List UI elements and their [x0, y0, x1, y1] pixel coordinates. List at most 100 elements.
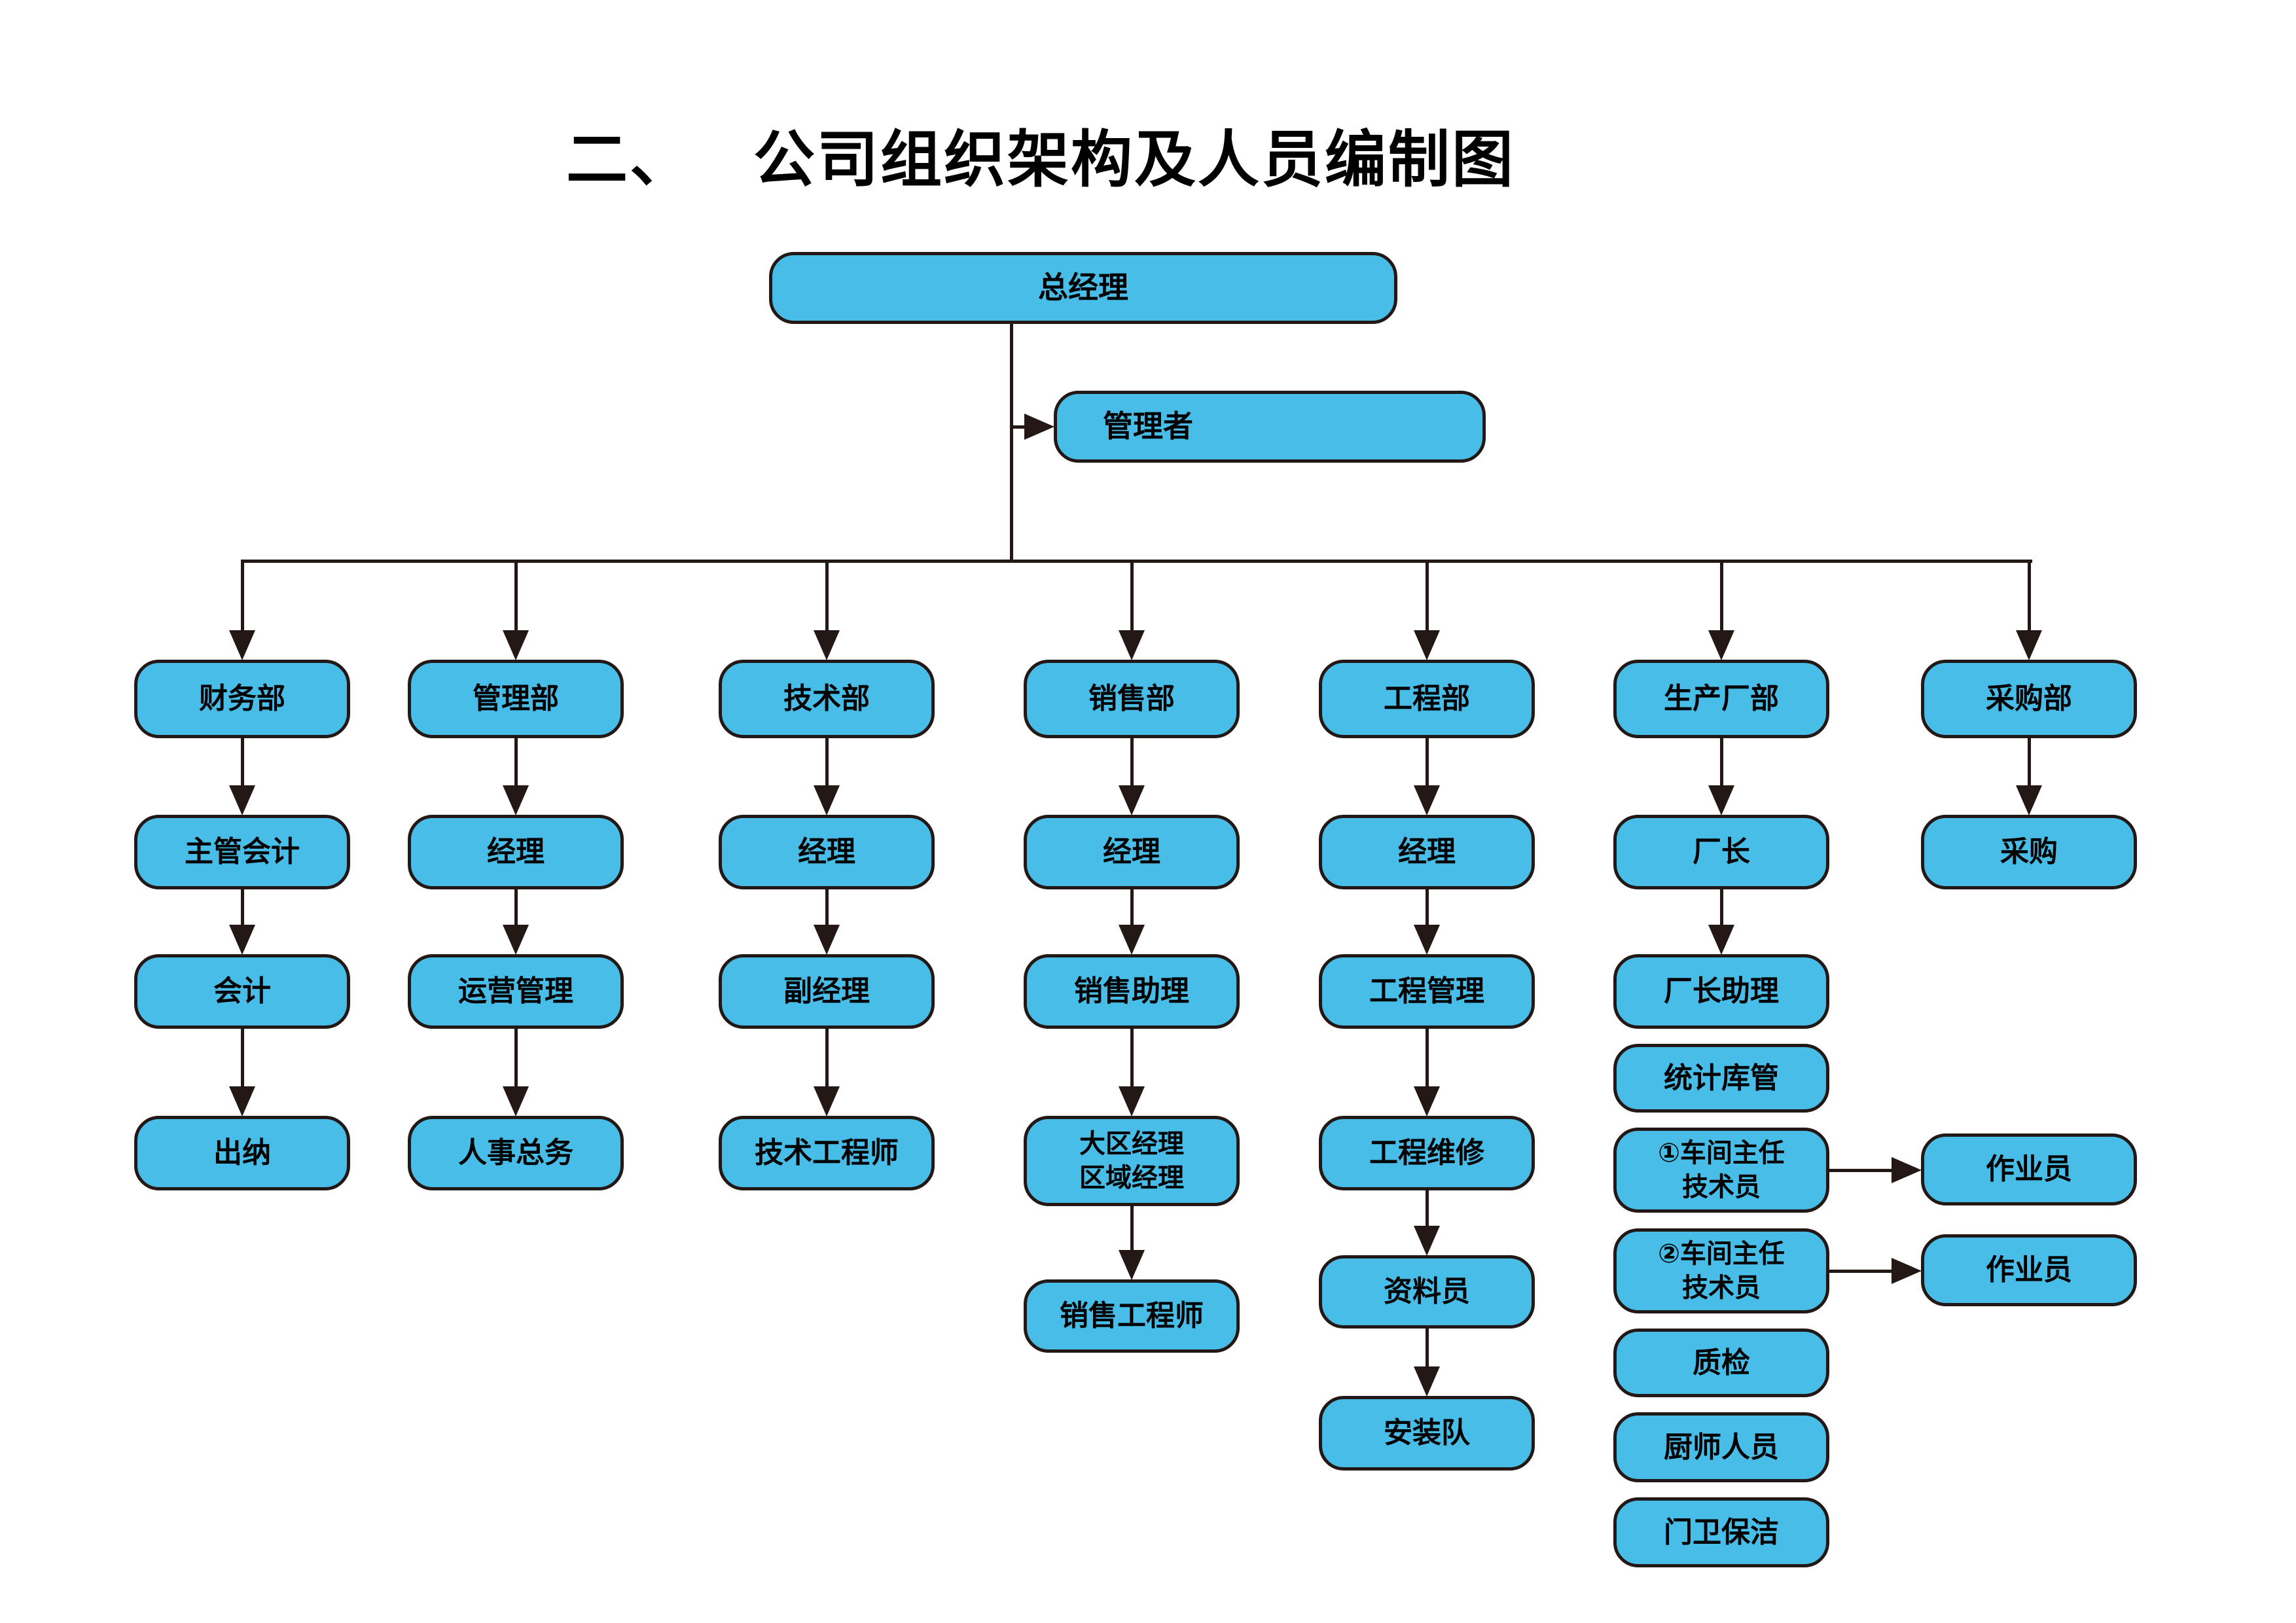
arrow-down-icon [1414, 1086, 1440, 1116]
arrow-down-icon [1119, 785, 1145, 815]
node-finance-dept: 财务部 [134, 660, 350, 738]
node-hr-general-affairs: 人事总务 [408, 1116, 624, 1190]
connector [825, 889, 829, 925]
node-director-assistant: 厂长助理 [1613, 954, 1829, 1029]
arrow-down-icon [814, 925, 840, 955]
arrow-down-icon [1414, 630, 1440, 660]
arrow-down-icon [503, 630, 529, 660]
node-chief-accountant: 主管会计 [134, 815, 350, 889]
node-workshop-director-2: ②车间主任 技术员 [1613, 1228, 1829, 1313]
arrow-down-icon [1414, 1366, 1440, 1397]
node-sales-dept: 销售部 [1024, 660, 1240, 738]
node-admin-manager: 经理 [408, 815, 624, 889]
connector [1426, 1029, 1429, 1086]
node-document-clerk: 资料员 [1319, 1255, 1535, 1329]
node-kitchen-staff: 厨师人员 [1613, 1412, 1829, 1482]
node-admin-dept: 管理部 [408, 660, 624, 738]
connector [1426, 738, 1429, 785]
connector [1720, 738, 1723, 785]
node-stats-warehouse: 统计库管 [1613, 1044, 1829, 1113]
connector [241, 1029, 244, 1086]
node-manager: 管理者 [1054, 391, 1486, 463]
connector [2028, 738, 2031, 785]
connector-drop [2028, 561, 2031, 630]
connector [514, 738, 518, 785]
node-deputy-manager: 副经理 [719, 954, 935, 1029]
node-accountant: 会计 [134, 954, 350, 1029]
node-production-dept: 生产厂部 [1613, 660, 1829, 738]
node-tech-dept: 技术部 [719, 660, 935, 738]
node-worker-2: 作业员 [1921, 1234, 2137, 1306]
arrow-down-icon [2016, 630, 2042, 660]
node-sales-assistant: 销售助理 [1024, 954, 1240, 1029]
arrow-down-icon [814, 630, 840, 660]
connector-manager-branch [1013, 425, 1029, 429]
node-sales-manager: 经理 [1024, 815, 1240, 889]
connector [1426, 1329, 1429, 1366]
node-procurement: 采购 [1921, 815, 2137, 889]
connector [241, 889, 244, 925]
node-general-manager: 总经理 [769, 252, 1397, 324]
connector [1130, 738, 1134, 785]
connector-trunk [241, 560, 2032, 563]
node-quality-inspection: 质检 [1613, 1329, 1829, 1397]
connector [514, 1029, 518, 1086]
connector [825, 738, 829, 785]
node-cashier: 出纳 [134, 1116, 350, 1190]
arrow-down-icon [1119, 1250, 1145, 1280]
arrow-down-icon [1414, 785, 1440, 815]
arrow-down-icon [1119, 925, 1145, 955]
connector [514, 889, 518, 925]
node-engineering-dept: 工程部 [1319, 660, 1535, 738]
arrow-right-icon [1892, 1157, 1922, 1183]
connector [241, 738, 244, 785]
connector [1720, 889, 1723, 925]
connector-drop [1426, 561, 1429, 630]
arrow-right-icon [1892, 1258, 1922, 1284]
arrow-down-icon [229, 1086, 255, 1116]
node-engineering-management: 工程管理 [1319, 954, 1535, 1029]
arrow-down-icon [1119, 1086, 1145, 1116]
node-engineering-manager: 经理 [1319, 815, 1535, 889]
arrow-down-icon [229, 785, 255, 815]
node-factory-director: 厂长 [1613, 815, 1829, 889]
connector-drop [241, 561, 244, 630]
arrow-right-icon [1024, 414, 1054, 440]
arrow-down-icon [1708, 925, 1734, 955]
arrow-down-icon [1708, 630, 1734, 660]
node-regional-manager: 大区经理 区域经理 [1024, 1116, 1240, 1206]
arrow-down-icon [229, 630, 255, 660]
connector-worker-1 [1829, 1169, 1892, 1172]
arrow-down-icon [1708, 785, 1734, 815]
connector-worker-2 [1829, 1270, 1892, 1273]
arrow-down-icon [814, 1086, 840, 1116]
connector [1130, 1206, 1134, 1250]
connector [1130, 889, 1134, 925]
arrow-down-icon [1414, 1226, 1440, 1256]
node-tech-manager: 经理 [719, 815, 935, 889]
node-tech-engineer: 技术工程师 [719, 1116, 935, 1190]
arrow-down-icon [2016, 785, 2042, 815]
node-workshop-director-1: ①车间主任 技术员 [1613, 1128, 1829, 1213]
connector-drop [514, 561, 518, 630]
page-title: 二、公司组织架构及人员编制图 [566, 110, 1515, 199]
arrow-down-icon [229, 925, 255, 955]
node-procurement-dept: 采购部 [1921, 660, 2137, 738]
connector [825, 1029, 829, 1086]
title-number: 二、 [566, 125, 694, 194]
connector-drop [825, 561, 829, 630]
node-sales-engineer: 销售工程师 [1024, 1279, 1240, 1353]
title-text: 公司组织架构及人员编制图 [753, 125, 1516, 194]
connector-drop [1720, 561, 1723, 630]
arrow-down-icon [503, 785, 529, 815]
arrow-down-icon [814, 785, 840, 815]
arrow-down-icon [503, 1086, 529, 1116]
node-operations-management: 运营管理 [408, 954, 624, 1029]
node-security-cleaning: 门卫保洁 [1613, 1497, 1829, 1567]
connector [1426, 889, 1429, 925]
node-worker-1: 作业员 [1921, 1133, 2137, 1205]
node-engineering-maintenance: 工程维修 [1319, 1116, 1535, 1190]
node-installation-team: 安装队 [1319, 1396, 1535, 1471]
connector-drop [1130, 561, 1134, 630]
